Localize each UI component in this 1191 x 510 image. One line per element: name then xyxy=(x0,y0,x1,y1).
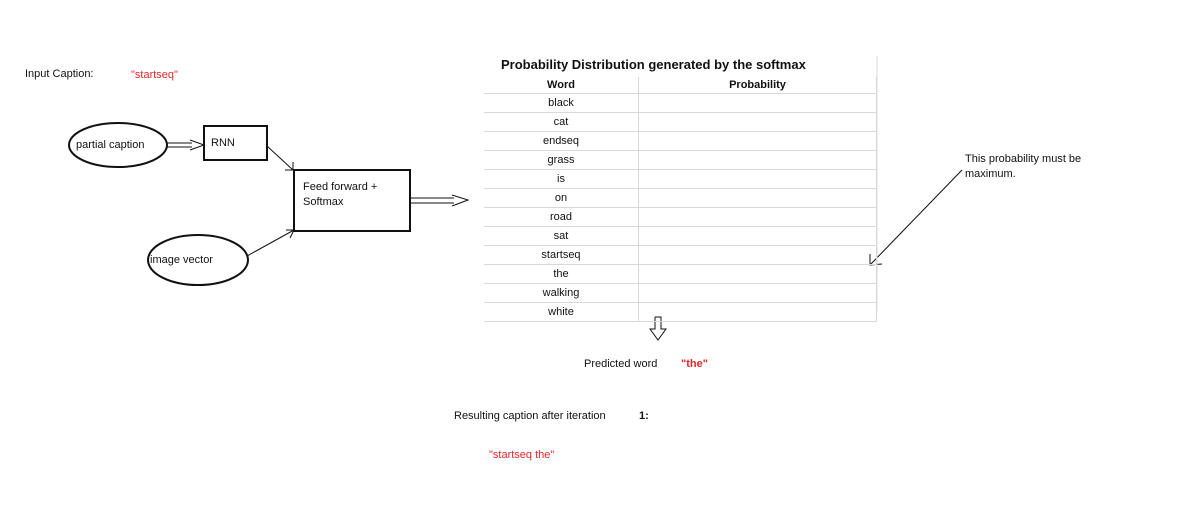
predicted-word-label: Predicted word xyxy=(584,358,658,370)
annotation-line2: maximum. xyxy=(965,168,1016,180)
table-row: grass xyxy=(484,150,877,170)
annotation-line1: This probability must be xyxy=(965,153,1082,165)
word-cell: on xyxy=(484,188,639,208)
annotation-pointer-arrow xyxy=(869,169,963,266)
resulting-caption-value: "startseq the" xyxy=(489,449,555,461)
predicted-word-value: "the" xyxy=(681,358,708,370)
word-column-header: Word xyxy=(484,77,639,94)
word-cell: road xyxy=(484,207,639,227)
probability-cell xyxy=(638,264,877,284)
probability-cell xyxy=(638,93,877,113)
iteration-number: 1: xyxy=(639,410,649,422)
word-cell: black xyxy=(484,93,639,113)
word-cell: white xyxy=(484,302,639,322)
image-vector-node xyxy=(147,234,249,286)
probability-cell xyxy=(638,245,877,265)
table-row: black xyxy=(484,93,877,113)
rnn-label: RNN xyxy=(211,137,235,149)
word-cell: the xyxy=(484,264,639,284)
table-row: sat xyxy=(484,226,877,246)
probability-cell xyxy=(638,112,877,132)
word-cell: grass xyxy=(484,150,639,170)
word-cell: is xyxy=(484,169,639,189)
word-cell: walking xyxy=(484,283,639,303)
table-row: the xyxy=(484,264,877,284)
resulting-caption-label: Resulting caption after iteration xyxy=(454,410,606,422)
arrow-rnn-to-ff xyxy=(266,145,294,171)
feed-forward-label-line1: Feed forward + xyxy=(303,181,378,193)
probability-cell xyxy=(638,150,877,170)
table-row: walking xyxy=(484,283,877,303)
arrow-partial-to-rnn xyxy=(167,139,206,151)
feed-forward-node xyxy=(293,169,411,232)
arrow-ff-to-table xyxy=(410,194,470,207)
table-row: cat xyxy=(484,112,877,132)
probability-cell xyxy=(638,283,877,303)
table-row: startseq xyxy=(484,245,877,265)
arrow-image-to-ff xyxy=(246,229,295,257)
table-header-row: Word Probability xyxy=(484,77,877,94)
word-cell: sat xyxy=(484,226,639,246)
table-row: on xyxy=(484,188,877,208)
partial-caption-node xyxy=(68,122,168,168)
partial-caption-label: partial caption xyxy=(76,139,145,151)
word-cell: endseq xyxy=(484,131,639,151)
rnn-node xyxy=(203,125,268,161)
word-cell: startseq xyxy=(484,245,639,265)
word-cell: cat xyxy=(484,112,639,132)
input-caption-value: "startseq" xyxy=(131,69,178,81)
probability-cell xyxy=(638,226,877,246)
table-row: is xyxy=(484,169,877,189)
probability-cell xyxy=(638,169,877,189)
probability-cell xyxy=(638,302,877,322)
probability-cell xyxy=(638,207,877,227)
table-row: road xyxy=(484,207,877,227)
probability-column-header: Probability xyxy=(638,77,877,94)
probability-table: Word Probability black cat endseq grass … xyxy=(484,77,877,322)
input-caption-label: Input Caption: xyxy=(25,68,94,80)
probability-cell xyxy=(638,188,877,208)
probability-cell xyxy=(638,131,877,151)
feed-forward-label-line2: Softmax xyxy=(303,196,344,208)
table-title: Probability Distribution generated by th… xyxy=(501,57,806,72)
table-row: white xyxy=(484,302,877,322)
table-row: endseq xyxy=(484,131,877,151)
image-vector-label: image vector xyxy=(150,254,213,266)
